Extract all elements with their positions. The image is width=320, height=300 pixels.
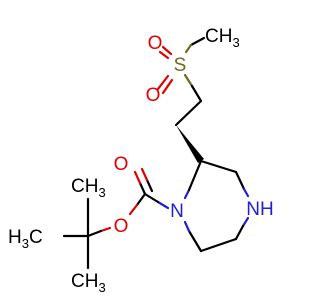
bond-c-o-double-b (145, 178, 154, 193)
bond-s-methyl (189, 36, 206, 47)
methyl-on-sulfur-label: CH (205, 26, 232, 47)
bond-s-methyl-s-side (184, 43, 193, 54)
ring-bond-n1-c2-n-side (183, 188, 191, 200)
wedge-bond-stereo (176, 125, 204, 163)
atom-oxygen-sulfonyl-top: O (148, 33, 163, 54)
bond-c-o-double-a (138, 181, 147, 196)
bond-c-o-double-b-o (140, 167, 149, 182)
atom-sulfur: S (174, 55, 187, 76)
atom-tbu-methyl-bottom: CH3 (71, 271, 106, 295)
bond-n-carbonyl-n-side (156, 200, 170, 210)
structure-diagram: S O O CH3 N NH O O CH3 H3C CH3 (8, 26, 274, 295)
bond-ch2-ch2 (174, 99, 203, 127)
ring-bond-c6-n1-n-side (183, 220, 191, 233)
bond-c-o-ester-o (128, 203, 139, 216)
bond-s-ch2 (183, 73, 194, 88)
bond-c-o-double-a-o (133, 170, 142, 185)
tbu-methyl-bottom-subscript: 3 (98, 280, 105, 295)
tbu-methyl-top-subscript: 3 (98, 185, 105, 200)
ring-bond-c6-n1 (187, 229, 203, 253)
ring-bond-c3-nh (234, 170, 246, 191)
bond-o-tbu (86, 229, 103, 238)
bond-s-o-bottom-b (161, 78, 174, 95)
atom-oxygen-sulfonyl-bottom: O (146, 85, 161, 106)
ring-bond-c3-nh-n-side (242, 187, 250, 198)
atom-labels: S O O CH3 N NH O O CH3 H3C CH3 (8, 26, 274, 295)
tbu-methyl-bottom-label: CH (71, 271, 98, 292)
bond-o-tbu-o (99, 226, 112, 233)
bonds (62, 36, 250, 270)
atom-oxygen-carbonyl: O (114, 154, 129, 175)
tbu-methyl-left-prefix: H (8, 227, 22, 248)
atom-methyl-on-sulfur: CH3 (205, 26, 240, 50)
methyl-on-sulfur-subscript: 3 (232, 35, 239, 50)
atom-nitrogen-boc: N (170, 201, 184, 222)
ring-bond-nh-c5 (234, 224, 245, 241)
tbu-methyl-left-prefix-subscript: 3 (22, 236, 29, 251)
atom-oxygen-ester: O (114, 216, 129, 237)
bond-n-carbonyl (143, 192, 160, 204)
bond-s-o-bottom-a (156, 74, 170, 91)
ring-bond-n1-c2 (187, 159, 203, 192)
bond-s-o-top-b (158, 50, 170, 60)
atom-tbu-methyl-top: CH3 (71, 176, 106, 200)
ring-bond-c2-c3 (199, 159, 238, 174)
ring-bond-nh-c5-n-side (241, 216, 250, 228)
bond-c-o-ester (135, 192, 147, 207)
bond-s-o-top-a (161, 45, 173, 56)
tbu-methyl-left-suffix: C (29, 227, 43, 248)
atom-tbu-methyl-left: H3C (8, 227, 43, 251)
bond-ch2-a (190, 84, 203, 103)
atom-amine-nh: NH (246, 199, 273, 220)
ring-bond-c5-c6 (199, 237, 238, 253)
tbu-methyl-top-label: CH (71, 176, 98, 197)
